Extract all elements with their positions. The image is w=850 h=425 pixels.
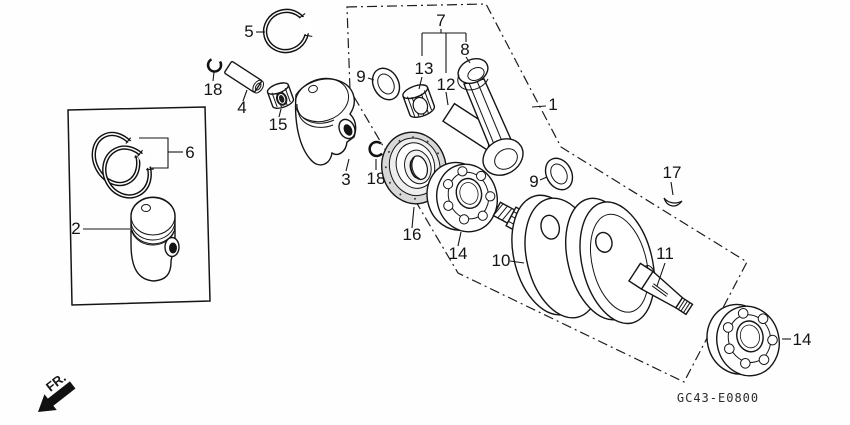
ball-bearing-drawing-middle: [426, 161, 498, 233]
callout-11: 11: [656, 244, 674, 287]
callout-8: 8: [460, 40, 471, 64]
callout-6: 6: [139, 137, 195, 169]
callout-18-middle: 18: [367, 159, 386, 188]
piston-drawing-top: [294, 77, 357, 166]
piston-pin-drawing: [224, 61, 265, 94]
washer-drawing-left: [371, 67, 401, 101]
front-arrow-icon: [38, 381, 76, 412]
callout-9-right: 9: [529, 172, 548, 191]
part-label-18-top: 18: [204, 80, 223, 99]
callout-4: 4: [237, 89, 248, 117]
callout-9-left: 9: [356, 67, 375, 86]
part-label-12: 12: [437, 75, 456, 94]
callout-2: 2: [71, 219, 130, 238]
part-label-9-left: 9: [356, 67, 365, 86]
callout-18-top: 18: [204, 71, 223, 99]
callout-16: 16: [403, 206, 422, 244]
part-label-13: 13: [415, 59, 434, 78]
part-label-9-right: 9: [529, 172, 538, 191]
callout-15: 15: [269, 108, 288, 134]
part-label-15: 15: [269, 115, 288, 134]
callout-3: 3: [341, 158, 351, 189]
part-label-10: 10: [492, 251, 511, 270]
connecting-rod-drawing: [457, 57, 524, 176]
crankshaft-drawing: [492, 194, 694, 325]
part-label-2: 2: [71, 219, 80, 238]
piston-ring-pair-drawing: [91, 131, 154, 199]
part-label-3: 3: [341, 170, 350, 189]
callout-5: 5: [244, 22, 265, 41]
part-label-8: 8: [460, 40, 469, 59]
part-label-11: 11: [656, 244, 674, 263]
part-label-4: 4: [237, 98, 246, 117]
woodruff-key-drawing: [663, 197, 683, 207]
rod-kit-bracket: [421, 29, 467, 73]
callout-10: 10: [492, 251, 525, 270]
callout-1: 1: [531, 95, 558, 114]
part-label-7: 7: [436, 11, 445, 30]
circlip-drawing-middle: [368, 140, 383, 158]
part-label-18-middle: 18: [367, 169, 386, 188]
part-label-5: 5: [244, 22, 253, 41]
part-label-16: 16: [403, 225, 422, 244]
callout-17: 17: [663, 163, 682, 196]
piston-kit-outline-box: [67, 106, 211, 306]
part-label-14-middle: 14: [449, 244, 468, 263]
washer-drawing-right: [544, 157, 574, 191]
part-label-1: 1: [548, 95, 557, 114]
callout-14-bottom-right: 14: [782, 330, 811, 349]
part-label-14-bottom-right: 14: [793, 330, 812, 349]
drawing-code: GC43-E0800: [677, 391, 759, 405]
part-label-6: 6: [185, 143, 194, 162]
part-label-17: 17: [663, 163, 682, 182]
needle-bearing-drawing-rod: [402, 84, 436, 118]
piston-drawing-left: [130, 196, 180, 282]
circlip-drawing-top: [206, 58, 223, 73]
piston-ring-drawing-top: [262, 8, 314, 54]
ball-bearing-drawing-right: [706, 303, 780, 377]
callout-14-middle: 14: [449, 231, 468, 263]
callout-12: 12: [437, 75, 456, 106]
front-direction-marker: FR.: [38, 370, 76, 412]
needle-bearing-drawing-small: [266, 82, 295, 109]
callout-13: 13: [415, 59, 434, 90]
